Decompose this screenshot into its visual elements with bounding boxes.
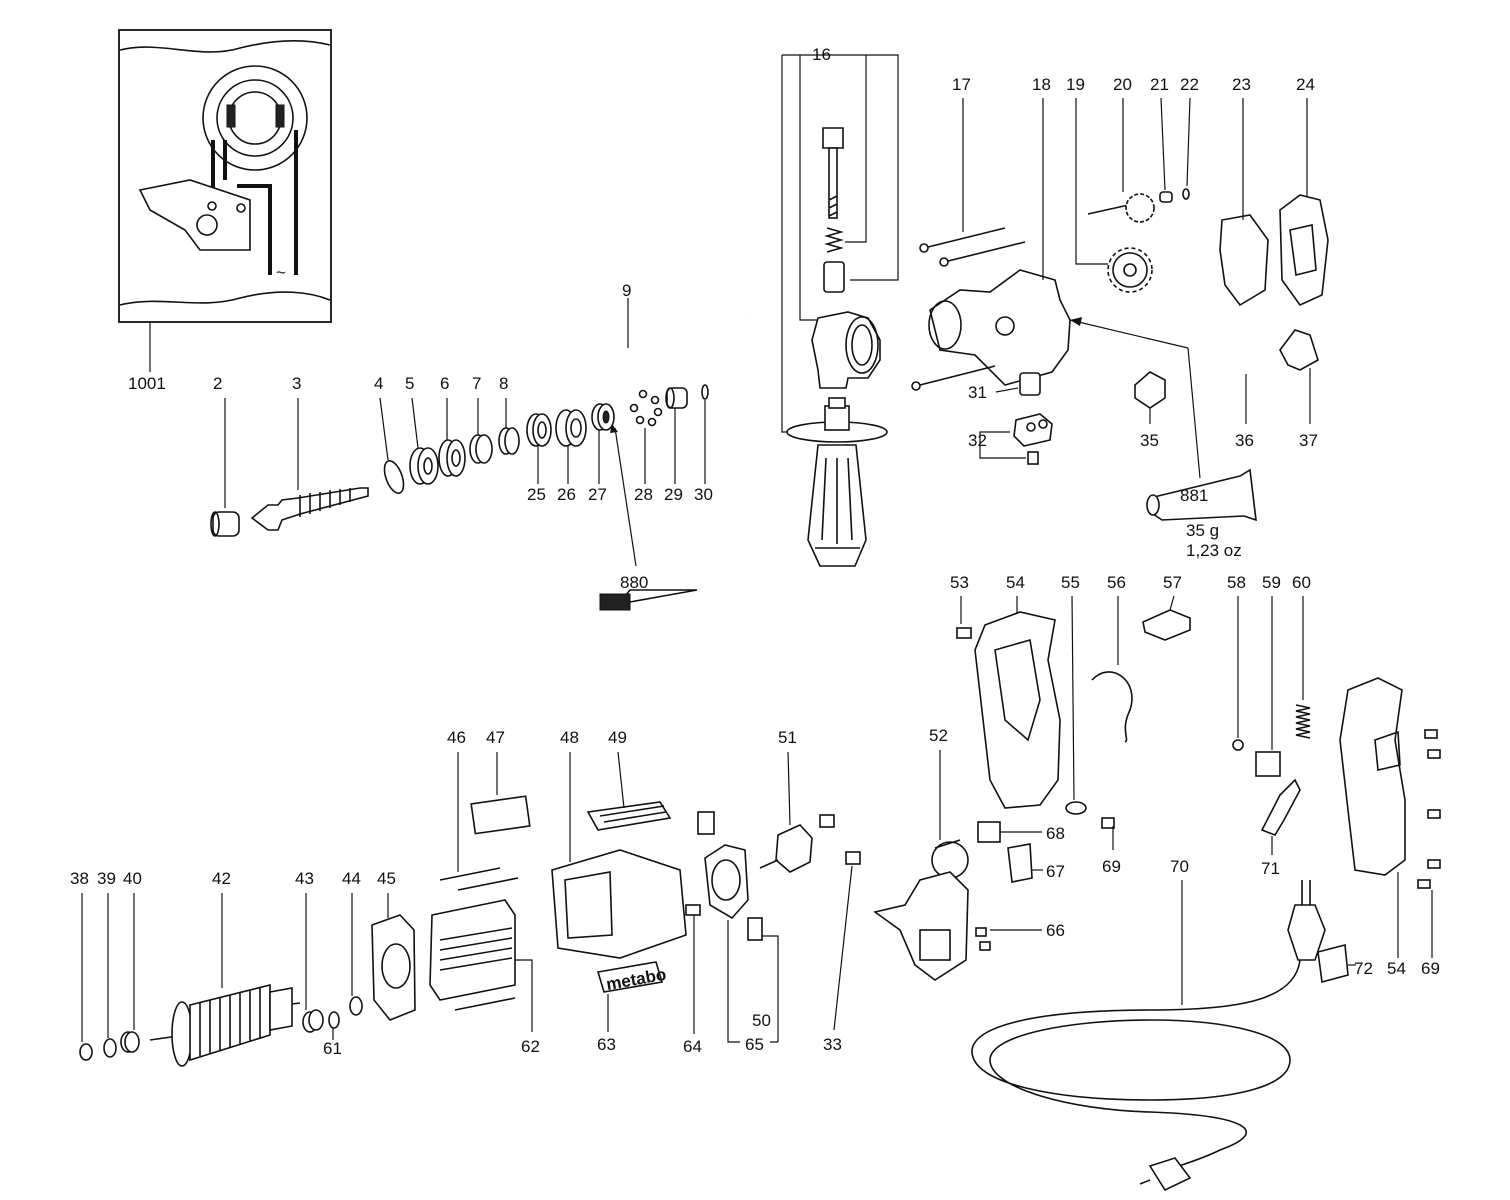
part-label-22: 22 xyxy=(1180,75,1199,94)
part-label-18: 18 xyxy=(1032,75,1051,94)
part-label-3: 3 xyxy=(292,374,301,393)
part-label-26: 26 xyxy=(557,485,576,504)
side-handle-assembly xyxy=(781,54,899,567)
part-label-64: 64 xyxy=(683,1037,702,1056)
part-label-27: 27 xyxy=(588,485,607,504)
part-label-880: 880 xyxy=(620,573,648,592)
part-label-50: 50 xyxy=(752,1011,771,1030)
grease-weight-g: 35 g xyxy=(1186,521,1219,540)
part-label-38: 38 xyxy=(70,869,89,888)
part-label-17: 17 xyxy=(952,75,971,94)
part-label-45: 45 xyxy=(377,869,396,888)
part-label-57: 57 xyxy=(1163,573,1182,592)
switch-handle-assembly xyxy=(873,595,1441,981)
part-label-32: 32 xyxy=(968,431,987,450)
part-label-31: 31 xyxy=(968,383,987,402)
part-label-35: 35 xyxy=(1140,431,1159,450)
part-label-70: 70 xyxy=(1170,857,1189,876)
part-label-66: 66 xyxy=(1046,921,1065,940)
part-label-7: 7 xyxy=(472,374,481,393)
part-label-39: 39 xyxy=(97,869,116,888)
part-label-67: 67 xyxy=(1046,862,1065,881)
part-label-44: 44 xyxy=(342,869,361,888)
part-label-71: 71 xyxy=(1261,859,1280,878)
part-label-23: 23 xyxy=(1232,75,1251,94)
part-label-37: 37 xyxy=(1299,431,1318,450)
part-label-63: 63 xyxy=(597,1035,616,1054)
part-label-8: 8 xyxy=(499,374,508,393)
part-label-2: 2 xyxy=(213,374,222,393)
part-label-62: 62 xyxy=(521,1037,540,1056)
part-label-20: 20 xyxy=(1113,75,1132,94)
part-label-65: 65 xyxy=(745,1035,764,1054)
part-label-69-mid: 69 xyxy=(1102,857,1121,876)
part-labels: 2 3 4 5 6 7 8 9 16 17 18 19 20 21 22 23 … xyxy=(70,45,1440,1058)
part-label-52: 52 xyxy=(929,726,948,745)
part-label-5: 5 xyxy=(405,374,414,393)
power-cable xyxy=(971,880,1356,1192)
part-label-42: 42 xyxy=(212,869,231,888)
part-label-36: 36 xyxy=(1235,431,1254,450)
part-label-33: 33 xyxy=(823,1035,842,1054)
part-label-21: 21 xyxy=(1150,75,1169,94)
spindle-assembly xyxy=(210,298,749,611)
part-label-49: 49 xyxy=(608,728,627,747)
part-label-28: 28 xyxy=(634,485,653,504)
part-label-58: 58 xyxy=(1227,573,1246,592)
part-label-6: 6 xyxy=(440,374,449,393)
part-label-881: 881 xyxy=(1180,486,1208,505)
gear-housing-assembly xyxy=(911,97,1329,522)
part-label-43: 43 xyxy=(295,869,314,888)
part-label-59: 59 xyxy=(1262,573,1281,592)
part-label-9: 9 xyxy=(622,281,631,300)
part-label-54-top: 54 xyxy=(1006,573,1025,592)
part-label-60: 60 xyxy=(1292,573,1311,592)
part-label-40: 40 xyxy=(123,869,142,888)
part-label-51: 51 xyxy=(778,728,797,747)
part-label-72: 72 xyxy=(1354,959,1373,978)
part-label-46: 46 xyxy=(447,728,466,747)
motor-assembly: metabo xyxy=(79,751,861,1067)
part-label-53: 53 xyxy=(950,573,969,592)
part-label-48: 48 xyxy=(560,728,579,747)
part-label-24: 24 xyxy=(1296,75,1315,94)
part-label-55: 55 xyxy=(1061,573,1080,592)
part-label-25: 25 xyxy=(527,485,546,504)
part-label-56: 56 xyxy=(1107,573,1126,592)
part-label-16: 16 xyxy=(812,45,831,64)
part-label-29: 29 xyxy=(664,485,683,504)
part-label-19: 19 xyxy=(1066,75,1085,94)
part-label-4: 4 xyxy=(374,374,383,393)
part-label-30: 30 xyxy=(694,485,713,504)
part-label-68: 68 xyxy=(1046,824,1065,843)
part-label-69-right: 69 xyxy=(1421,959,1440,978)
part-label-54-right: 54 xyxy=(1387,959,1406,978)
part-label-47: 47 xyxy=(486,728,505,747)
wiring-ac-symbol: ~ xyxy=(276,263,286,282)
wiring-diagram-inset: ~ 1001 xyxy=(118,29,332,393)
grease-weight-oz: 1,23 oz xyxy=(1186,541,1242,560)
part-label-1001: 1001 xyxy=(128,374,166,393)
part-label-61: 61 xyxy=(323,1039,342,1058)
